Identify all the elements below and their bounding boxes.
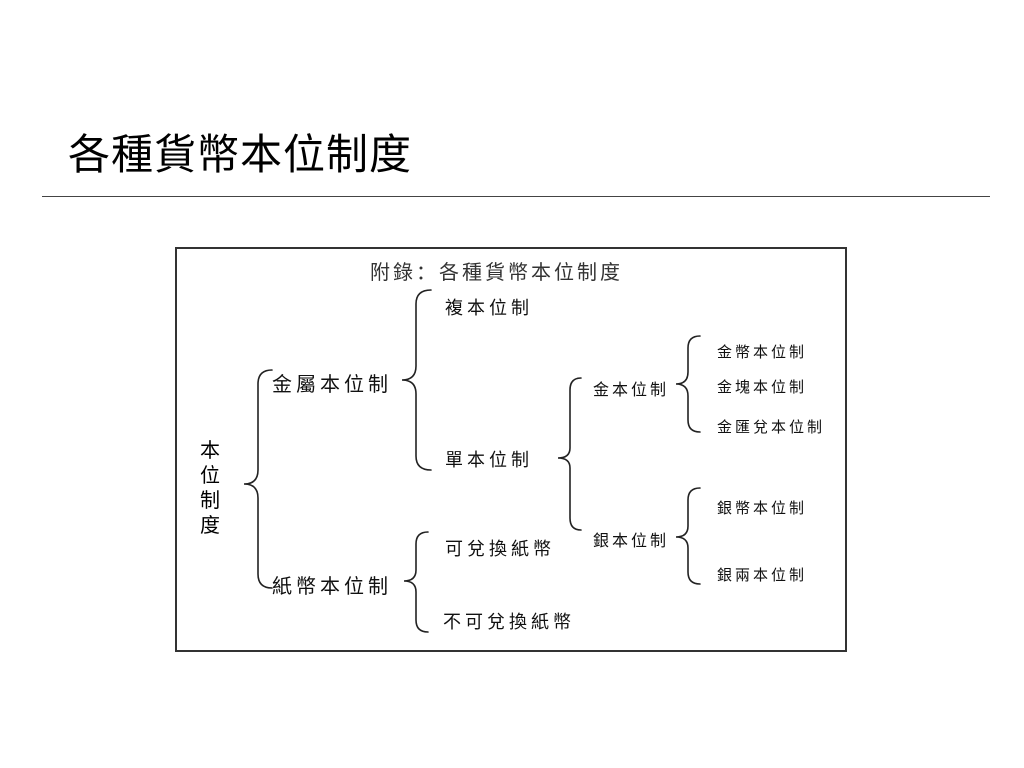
- title-divider: [42, 196, 990, 197]
- brace-metal: [401, 289, 432, 471]
- brace-paper: [403, 531, 429, 633]
- node-gold-standard: 金本位制: [593, 380, 670, 399]
- node-paper-standard: 紙幣本位制: [272, 574, 392, 598]
- brace-silver: [675, 487, 701, 585]
- node-convertible-paper: 可兌換紙幣: [445, 539, 555, 560]
- node-silver-tael: 銀兩本位制: [717, 566, 808, 584]
- node-gold-exchange: 金匯兌本位制: [717, 418, 826, 436]
- node-gold-bullion: 金塊本位制: [717, 378, 808, 396]
- brace-gold: [675, 335, 701, 433]
- node-gold-coin: 金幣本位制: [717, 343, 808, 361]
- node-monometallic: 單本位制: [445, 450, 533, 471]
- node-bimetallic: 複本位制: [445, 298, 533, 319]
- node-metal-standard: 金屬本位制: [272, 372, 392, 396]
- brace-root: [243, 369, 273, 589]
- brace-monometallic: [557, 377, 582, 531]
- root-label: 本位制度: [200, 438, 220, 537]
- node-silver-coin: 銀幣本位制: [717, 499, 808, 517]
- node-silver-standard: 銀本位制: [593, 531, 670, 550]
- diagram-caption: 附錄：各種貨幣本位制度: [370, 260, 623, 284]
- node-inconvertible-paper: 不可兌換紙幣: [443, 612, 575, 633]
- diagram-frame: [175, 247, 847, 652]
- slide-title: 各種貨幣本位制度: [68, 130, 413, 179]
